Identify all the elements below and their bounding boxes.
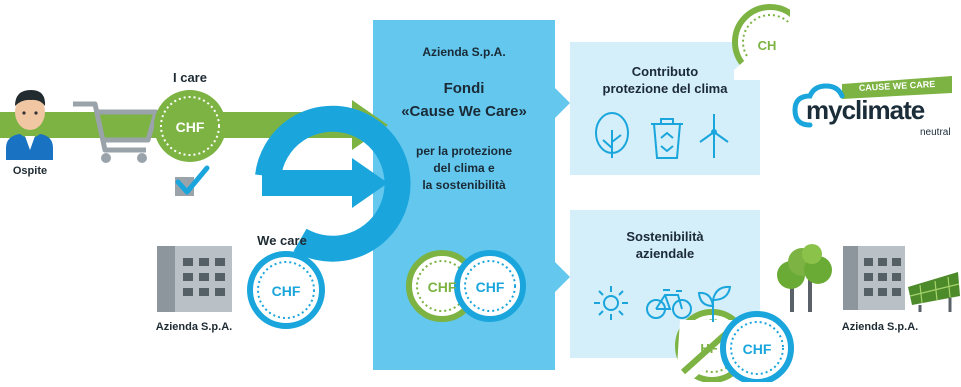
climate-title-line1: Contributo <box>631 64 699 79</box>
recycling-bin-icon <box>651 118 683 159</box>
we-care-arrow-head <box>352 158 388 208</box>
fund-title-line2: «Cause We Care» <box>401 103 527 120</box>
we-care-label: We care <box>257 233 307 248</box>
company-label-left: Azienda S.p.A. <box>155 321 233 333</box>
sustainability-title-line2: aziendale <box>635 246 695 261</box>
coin-partial-top <box>732 4 790 80</box>
sustainability-arrow-head <box>555 262 570 292</box>
trees-icon <box>777 244 832 312</box>
coin-text-fund-blue: CHF <box>475 279 505 295</box>
cloud-icon <box>792 83 845 128</box>
we-care-loop <box>255 105 411 262</box>
we-care-arrow-shaft <box>262 170 354 196</box>
coin-text-partial-top: CH <box>757 38 777 53</box>
coin-blue-we-care <box>247 251 325 329</box>
checkbox-icon <box>175 165 210 196</box>
coin-blue-fund <box>454 250 526 322</box>
fund-title-line1: Fondi <box>443 80 485 97</box>
fund-desc-line3: la sostenibilità <box>422 178 506 192</box>
logo-tag-shape <box>842 76 952 99</box>
shopping-cart-icon <box>73 101 159 163</box>
climate-arrow-head <box>555 88 570 118</box>
building-icon-left <box>157 246 232 312</box>
sun-icon <box>594 286 628 320</box>
solar-panel-icon <box>908 272 960 312</box>
i-care-label: I care <box>173 70 207 85</box>
fund-header: Azienda S.p.A. <box>422 45 506 59</box>
coin-text-we-care: CHF <box>271 283 301 299</box>
fund-desc-line1: per la protezione <box>415 144 513 158</box>
climate-title-line2: protezione del clima <box>602 81 728 96</box>
logo-sub: neutral <box>920 127 951 138</box>
wind-turbine-icon <box>699 114 729 158</box>
sustainability-title-line1: Sostenibilità <box>626 229 704 244</box>
fund-desc-line2: del clima e <box>433 161 495 175</box>
coin-text-fund-green: CHF <box>427 279 457 295</box>
building-icon-right <box>843 246 905 310</box>
company-label-right: Azienda S.p.A. <box>841 321 919 333</box>
tree-icon <box>595 112 629 158</box>
coin-green-i-care <box>154 90 226 162</box>
sprout-icon <box>697 285 732 322</box>
climate-box <box>570 42 760 175</box>
logo-brand: myclimate <box>806 95 925 125</box>
guest-person-icon <box>6 90 53 160</box>
guest-label: Ospite <box>12 165 48 177</box>
coin-text-i-care: CHF <box>175 119 205 135</box>
coin-text-blue-bottom: CHF <box>742 341 772 357</box>
bicycle-icon <box>646 289 692 319</box>
coin-text-partial-bottom: HF <box>700 341 718 356</box>
